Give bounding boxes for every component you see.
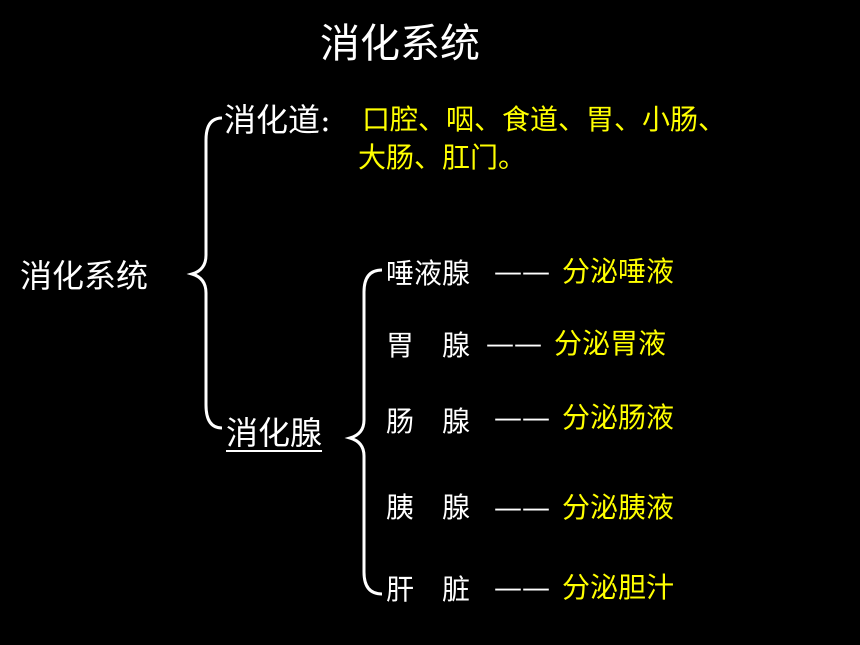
gland-name-pancreas: 胰 腺 — [386, 491, 471, 524]
gland-function-gastric: 分泌胃液 — [554, 327, 667, 360]
gland-function-liver: 分泌胆汁 — [562, 571, 675, 604]
gland-function-intestinal: 分泌肠液 — [562, 401, 675, 434]
gland-name-salivary: 唾液腺 — [386, 257, 471, 290]
gland-name-intestinal: 肠 腺 — [386, 405, 471, 438]
gland-function-salivary: 分泌唾液 — [562, 255, 675, 288]
gland-dash-salivary: —— — [494, 255, 550, 288]
gland-dash-gastric: —— — [486, 327, 542, 360]
slide-title: 消化系统 — [320, 21, 480, 67]
gland-name-liver: 肝 脏 — [386, 573, 471, 606]
main-brace — [186, 116, 223, 430]
tract-colon: : — [320, 101, 331, 139]
gland-dash-intestinal: —— — [494, 401, 550, 434]
tract-items-line2: 大肠、肛门。 — [358, 141, 527, 174]
gland-dash-pancreas: —— — [494, 491, 550, 524]
root-label: 消化系统 — [20, 257, 149, 295]
gland-name-gastric: 胃 腺 — [386, 329, 471, 362]
tract-items-line1: 口腔、咽、食道、胃、小肠、 — [362, 103, 727, 136]
gland-function-pancreas: 分泌胰液 — [562, 491, 675, 524]
gland-brace — [344, 268, 383, 596]
glands-label: 消化腺 — [226, 414, 323, 452]
gland-dash-liver: —— — [494, 571, 550, 604]
tract-label: 消化道: — [224, 104, 331, 136]
tract-label-text: 消化道 — [224, 101, 321, 139]
